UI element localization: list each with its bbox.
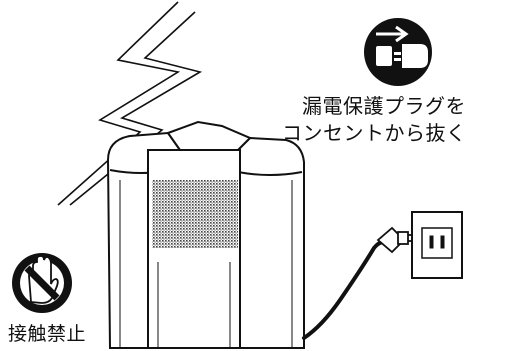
unplug-icon	[364, 18, 432, 86]
power-cord	[302, 239, 394, 340]
heater-device	[106, 120, 305, 349]
unplug-warning-line-2: コンセントから抜く	[282, 121, 467, 145]
no-touch-hand-icon	[12, 253, 72, 313]
wall-outlet-icon	[411, 211, 463, 279]
heater-grille	[152, 180, 238, 248]
no-touch-warning-label: 接触禁止	[8, 323, 87, 345]
unplug-warning-line-1: 漏電保護プラグを	[302, 94, 466, 118]
power-plug-icon	[376, 226, 416, 254]
